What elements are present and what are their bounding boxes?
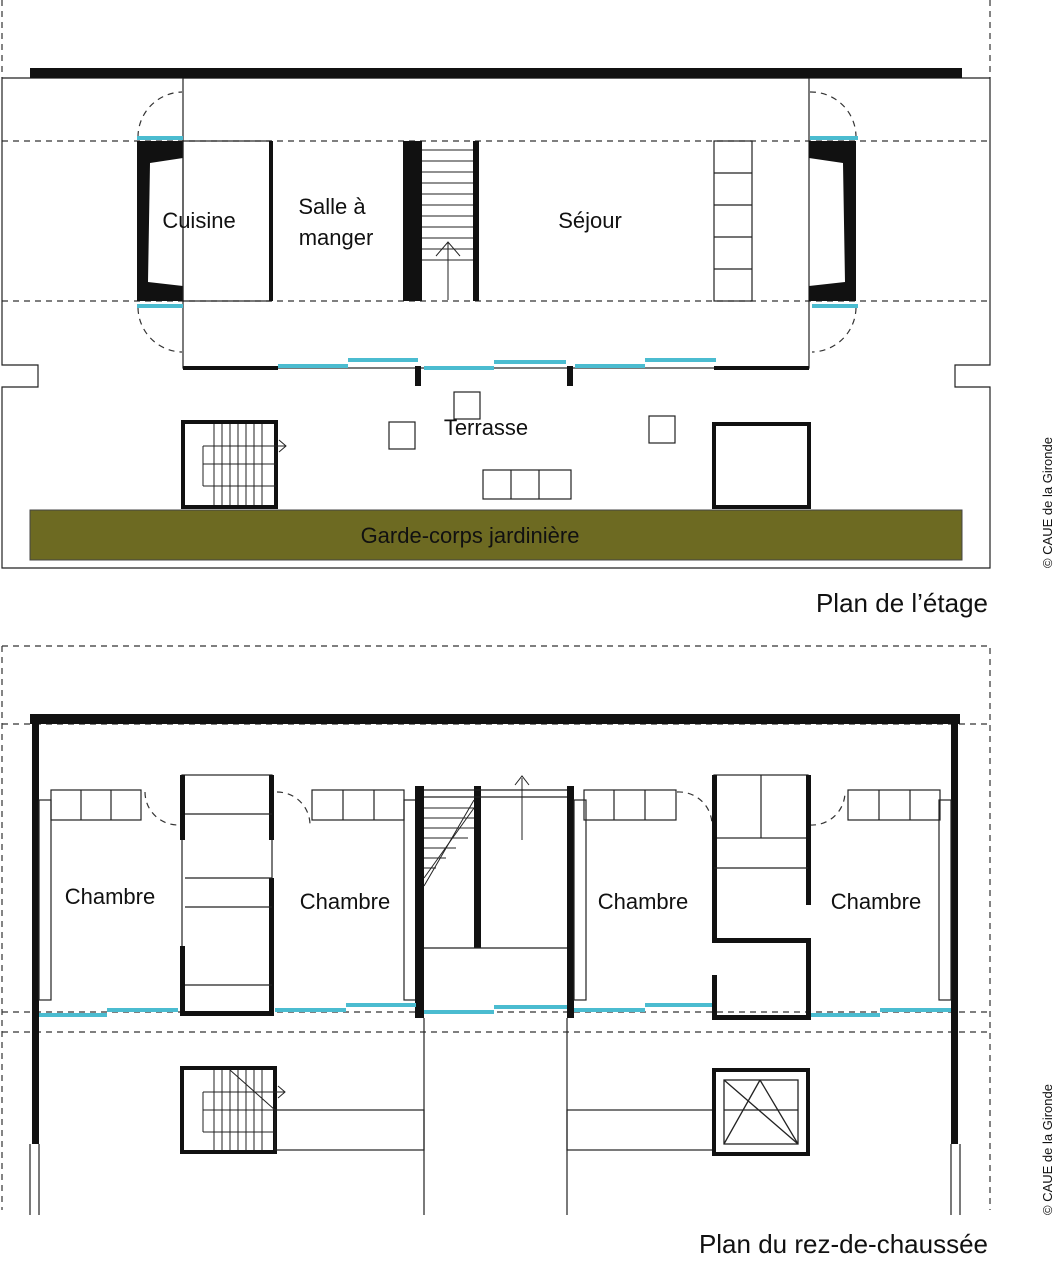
upper-dashed-outlines xyxy=(1,0,991,353)
bedroom-4-side-panel xyxy=(938,799,952,1001)
credit-upper: © CAUE de la Gironde xyxy=(1040,437,1055,568)
upper-floor-plan xyxy=(1,0,991,569)
bedroom-1-side-panel xyxy=(38,799,52,1001)
ground-top-wall xyxy=(30,714,960,724)
bedroom-4-label: Chambre xyxy=(831,889,921,914)
ground-dashed-outlines xyxy=(1,645,991,1210)
planter-guardrail xyxy=(29,509,963,561)
living-label: Séjour xyxy=(558,208,622,233)
bedroom-3-label: Chambre xyxy=(598,889,688,914)
upper-south-facade xyxy=(183,358,809,386)
right-bath-core xyxy=(712,774,811,1020)
terrace-fixtures xyxy=(388,391,676,500)
dining-label-line2: manger xyxy=(299,225,374,250)
upper-building-outline xyxy=(182,77,810,369)
bedroom-1-label: Chambre xyxy=(65,884,155,909)
bedroom-2-wardrobe xyxy=(311,789,405,821)
terrace-label: Terrasse xyxy=(444,415,528,440)
upper-staircase-treads xyxy=(422,149,473,300)
upper-top-wall xyxy=(30,68,962,78)
bedroom-4-wardrobe xyxy=(847,789,941,821)
kitchen-wall xyxy=(269,141,273,301)
planter-label: Garde-corps jardinière xyxy=(361,523,580,548)
credit-lower: © CAUE de la Gironde xyxy=(1040,1084,1055,1215)
bedroom-1-wardrobe xyxy=(50,789,142,821)
bedroom-2-side-panel xyxy=(403,799,417,1001)
stair-wall-right xyxy=(473,141,479,301)
stair-wall-left xyxy=(403,141,422,301)
ground-staircase xyxy=(415,775,574,1018)
right-bay-frame xyxy=(809,141,856,301)
ground-right-wall xyxy=(951,714,958,1144)
left-walkway xyxy=(274,1109,425,1151)
lower-technical-box xyxy=(712,1068,810,1156)
kitchen-label: Cuisine xyxy=(162,208,235,233)
dining-label-line1: Salle à xyxy=(298,194,366,219)
ground-left-wall xyxy=(32,714,39,1144)
upper-side-glazing xyxy=(137,136,858,308)
left-bay-frame xyxy=(137,141,183,301)
left-bath-core xyxy=(180,774,274,1016)
bedroom-3-wardrobe xyxy=(583,789,677,821)
ground-south-glazing xyxy=(39,1003,951,1017)
ground-floor-plan xyxy=(1,645,991,1215)
ground-floor-caption: Plan du rez-de-chaussée xyxy=(699,1229,988,1259)
bedroom-2-label: Chambre xyxy=(300,889,390,914)
right-walkway xyxy=(566,1109,715,1151)
upper-outer-outline xyxy=(1,77,991,569)
terrace-stairwell xyxy=(181,420,287,509)
terrace-box xyxy=(712,422,811,509)
upper-floor-caption: Plan de l’étage xyxy=(816,588,988,618)
lower-stairwell xyxy=(180,1066,286,1154)
living-shelving xyxy=(713,140,753,302)
bedroom-3-side-panel xyxy=(573,799,587,1001)
